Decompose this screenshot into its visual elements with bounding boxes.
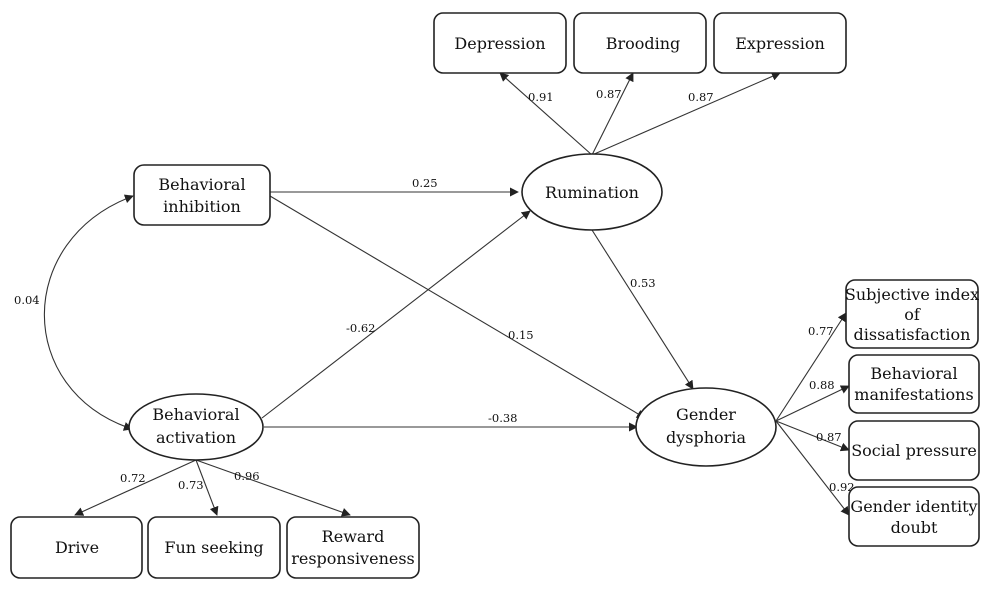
node-label: Expression: [735, 34, 825, 53]
coef-rumination-expression: 0.87: [688, 90, 714, 104]
coef-rumination-brooding: 0.87: [596, 87, 622, 101]
node-behavioral-manifestations: Behavioral manifestations: [848, 354, 980, 414]
node-label-line1: Subjective index: [845, 285, 979, 304]
node-label-line1: Behavioral: [152, 405, 239, 424]
node-behavioral-activation: Behavioral activation: [128, 393, 264, 461]
coef-bis-bas-covariance: 0.04: [14, 293, 40, 307]
coef-bas-rumination: -0.62: [346, 321, 376, 335]
coef-gd-identity-doubt: 0.92: [829, 480, 855, 494]
node-gender-identity-doubt: Gender identity doubt: [848, 486, 980, 547]
node-reward-responsiveness: Reward responsiveness: [286, 516, 420, 579]
node-subjective-index: Subjective index of dissatisfaction: [845, 279, 979, 349]
edge-rumination-depression: [499, 72, 593, 156]
node-label-line2: manifestations: [854, 385, 973, 404]
node-label-line2: inhibition: [163, 197, 241, 216]
node-label-line2: activation: [156, 428, 236, 447]
edge-gd-identity-doubt: [775, 420, 850, 516]
edge-bis-bas-covariance: [43, 194, 134, 431]
edge-gd-subjective-index: [775, 312, 847, 422]
node-label-line1: Behavioral: [870, 364, 957, 383]
node-label: Fun seeking: [164, 538, 263, 557]
edge-bas-reward-responsiveness: [195, 459, 351, 517]
node-label-line2: doubt: [891, 518, 938, 537]
edge-rumination-brooding: [591, 72, 634, 156]
node-behavioral-inhibition: Behavioral inhibition: [133, 164, 271, 226]
coef-gd-behavioral-manifestations: 0.88: [809, 378, 835, 392]
coef-gd-social-pressure: 0.87: [816, 430, 842, 444]
node-expression: Expression: [713, 12, 847, 74]
node-label-line2: of: [904, 305, 921, 324]
edge-gd-social-pressure: [775, 420, 850, 452]
node-label-line2: dysphoria: [666, 428, 746, 447]
node-label: Brooding: [606, 34, 681, 53]
coef-bas-fun-seeking: 0.73: [178, 478, 204, 492]
coef-rumination-gender-dysphoria: 0.53: [630, 276, 656, 290]
node-label: Drive: [55, 538, 99, 557]
coef-gd-subjective-index: 0.77: [808, 324, 834, 338]
node-label-line1: Gender: [676, 405, 736, 424]
node-rumination: Rumination: [521, 153, 663, 231]
node-gender-dysphoria: Gender dysphoria: [635, 387, 777, 467]
nodes: Depression Brooding Expression Behaviora…: [10, 12, 980, 579]
node-social-pressure: Social pressure: [848, 420, 980, 481]
edge-rumination-expression: [591, 72, 781, 156]
node-label-line1: Reward: [322, 527, 385, 546]
node-fun-seeking: Fun seeking: [147, 516, 281, 579]
node-label-line3: dissatisfaction: [854, 325, 971, 344]
edge-gd-behavioral-manifestations: [775, 385, 850, 422]
edge-bis-gender-dysphoria: [269, 195, 646, 419]
node-label-line1: Behavioral: [158, 175, 245, 194]
node-depression: Depression: [433, 12, 567, 74]
node-label-line1: Gender identity: [850, 497, 977, 516]
edge-bas-fun-seeking: [195, 459, 219, 516]
node-label: Social pressure: [851, 441, 977, 460]
node-brooding: Brooding: [573, 12, 707, 74]
node-drive: Drive: [10, 516, 143, 579]
node-label: Rumination: [545, 183, 639, 202]
coef-bas-gender-dysphoria: -0.38: [488, 411, 518, 425]
coef-bas-reward-responsiveness: 0.96: [234, 469, 260, 483]
coefficient-labels: 0.91 0.87 0.87 0.25 0.04 -0.62 0.15 0.53…: [14, 87, 855, 494]
edge-bas-rumination: [261, 210, 531, 419]
node-label: Depression: [454, 34, 545, 53]
edge-rumination-gender-dysphoria: [591, 229, 694, 390]
coef-bis-gender-dysphoria: 0.15: [508, 328, 534, 342]
node-label-line2: responsiveness: [291, 549, 415, 568]
edges: [43, 72, 850, 517]
coef-bis-rumination: 0.25: [412, 176, 438, 190]
coef-rumination-depression: 0.91: [528, 90, 554, 104]
coef-bas-drive: 0.72: [120, 471, 146, 485]
edge-bas-drive: [74, 459, 197, 516]
